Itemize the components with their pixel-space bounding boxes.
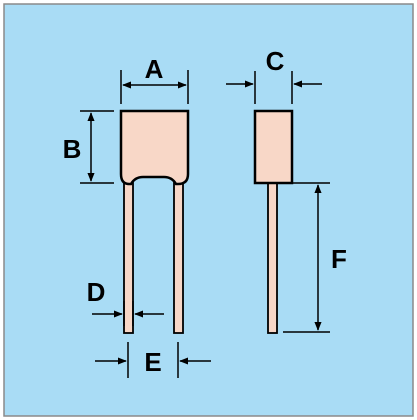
label-b: B xyxy=(63,134,82,164)
dimension-c xyxy=(226,71,322,104)
label-c: C xyxy=(266,46,285,76)
label-a: A xyxy=(145,54,164,84)
left-lead xyxy=(123,175,134,334)
right-lead xyxy=(173,175,184,334)
front-capacitor-body xyxy=(119,109,190,186)
label-d: D xyxy=(87,277,106,307)
dimension-b xyxy=(80,110,114,184)
side-view xyxy=(253,109,294,334)
dimension-e xyxy=(95,342,211,378)
diagram-panel xyxy=(3,3,414,417)
dimension-a xyxy=(120,70,189,104)
label-e: E xyxy=(144,347,161,377)
front-view xyxy=(119,109,190,334)
label-f: F xyxy=(331,244,347,274)
dimension-f xyxy=(283,182,330,333)
side-capacitor-body xyxy=(253,109,294,185)
side-lead xyxy=(267,182,278,334)
dimension-d xyxy=(92,301,164,326)
